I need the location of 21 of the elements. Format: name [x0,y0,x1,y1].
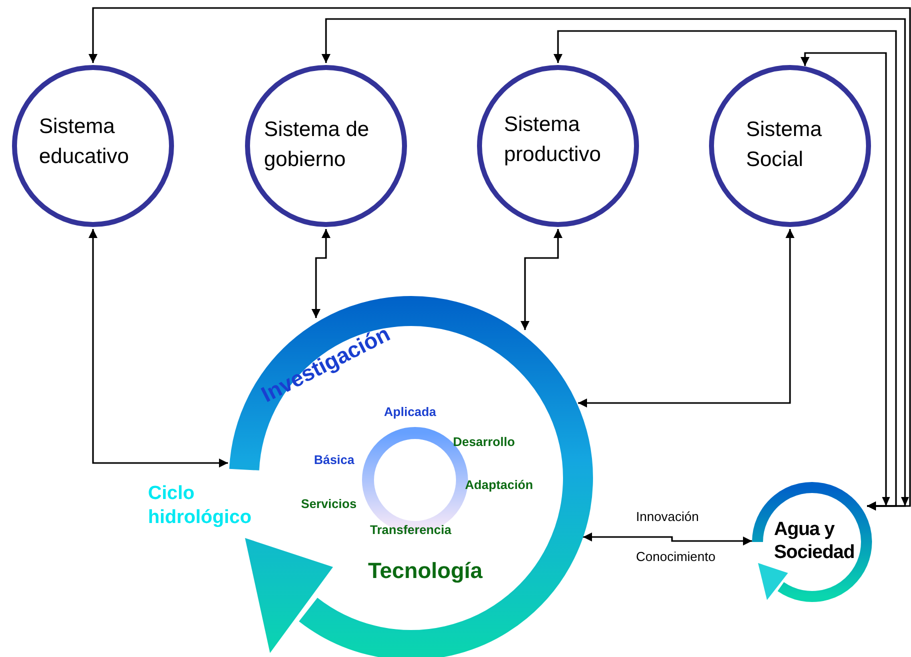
cycle-label: Tecnología [368,558,482,584]
edge-label: Innovación [634,509,701,524]
ring-label: Adaptación [465,478,534,492]
connector-arrow [88,229,228,468]
connector-arrow [312,229,330,318]
ring-label: Transferencia [370,523,452,537]
node-label: Sistema de gobierno [264,117,370,173]
connector-arrow [583,532,752,546]
ring-label: Aplicada [384,405,436,419]
node-label: Sistema productivo [504,112,602,168]
connector-arrow [800,52,887,510]
ring-label: Desarrollo [453,435,515,449]
node-label: Agua y Sociedad [774,518,856,564]
connector-arrow [520,229,562,330]
connector-arrow [578,229,794,408]
ring-label: Básica [314,453,354,467]
flow-label: Conocimiento [636,549,716,564]
node-label: Sistema Social [746,117,823,173]
cycle-caption: Ciclo hidrológico [148,482,252,530]
node-label: Sistema educativo [39,114,130,170]
ring-label: Servicios [301,497,357,511]
